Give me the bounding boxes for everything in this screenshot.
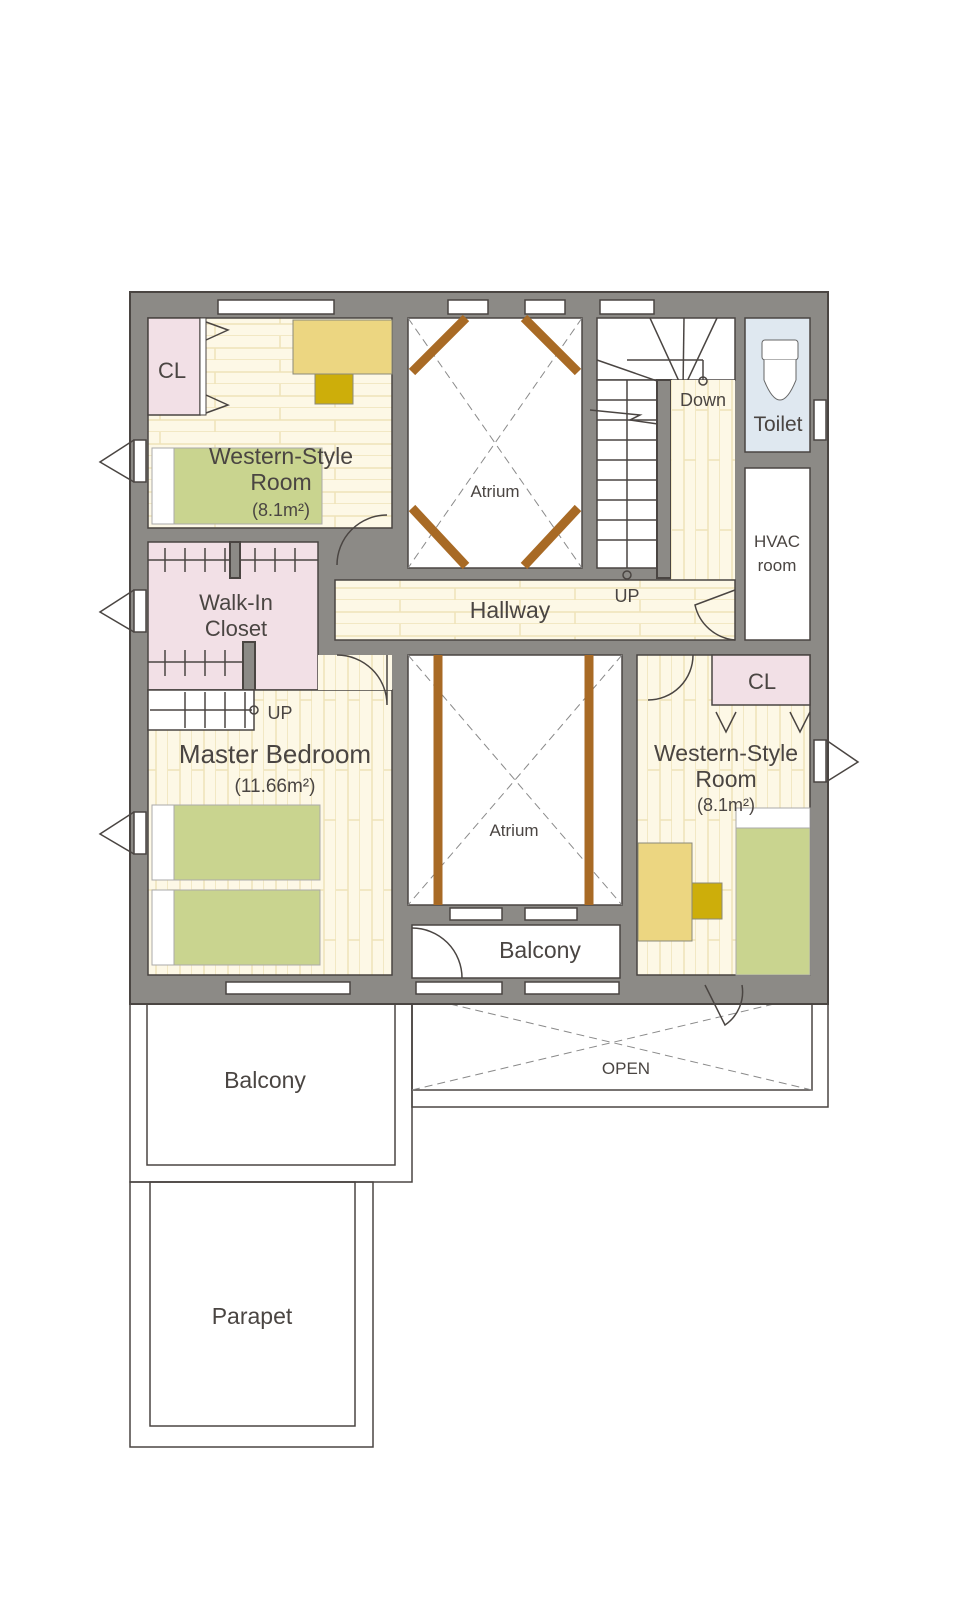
balcony-small [411,924,621,979]
western-room-2-area: (8.1m²) [697,795,755,815]
bed [151,804,321,881]
room-labels: CL Western-Style Room (8.1m²) Atrium Dow… [158,358,803,1329]
hvac-label-2: room [758,556,797,575]
stair-treads [589,317,718,568]
hvac-label: HVAC [754,532,800,551]
bed [151,889,321,966]
parapet-label: Parapet [212,1303,293,1329]
western-room-1-label: Western-Style [209,443,353,469]
walk-in-closet-label-2: Closet [205,616,267,641]
closet-2-label: CL [748,669,776,694]
stair-up-label: UP [614,586,639,606]
master-bedroom-area: (11.66m²) [235,776,316,797]
exterior-outlines [129,994,829,1448]
hallway-floor [334,579,736,641]
atrium-bottom-label: Atrium [489,821,538,840]
toilet-label: Toilet [753,413,802,436]
open-area-label: OPEN [602,1059,650,1078]
desk [637,842,693,942]
balcony-small-label: Balcony [499,937,581,963]
chair [691,882,723,920]
windows [133,299,827,995]
stair-landing [596,317,736,381]
western-room-1-area: (8.1m²) [252,500,310,520]
walk-in-closet-label: Walk-In [199,590,273,615]
hallway-label: Hallway [470,597,551,623]
stair-hall-floor [671,380,735,580]
closet-1-label: CL [158,358,186,383]
hvac-room [744,467,811,641]
western-room-2-label: Western-Style [654,740,798,766]
chair [314,373,354,405]
toilet-icon [761,339,799,401]
stair-down-label: Down [680,390,726,410]
closet-2 [711,654,811,706]
western-room-2-label-2: Room [695,766,756,792]
door-swings [98,439,860,1027]
bed [735,807,811,976]
master-bedroom-label: Master Bedroom [179,739,371,769]
desk [292,319,393,375]
western-room-1-label-2: Room [250,469,311,495]
atrium-top-label: Atrium [470,482,519,501]
loft-up-label: UP [267,703,292,723]
balcony-large-label: Balcony [224,1067,306,1093]
